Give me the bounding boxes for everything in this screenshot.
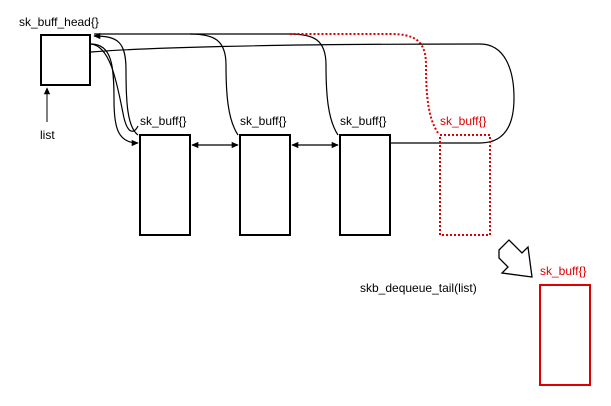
dequeue-direction-arrow (498, 239, 533, 278)
buffer-node-3 (339, 134, 391, 236)
removed-buffer-node (439, 134, 491, 236)
removed-buffer-label: sk_buff{} (440, 114, 487, 128)
buffer-1-label: sk_buff{} (140, 114, 187, 128)
head-next-loop-buffer-2 (90, 43, 139, 132)
buffer-1-prev-to-head (93, 32, 139, 136)
head-label: sk_buff_head{} (19, 15, 99, 29)
operation-label: skb_dequeue_tail(list) (360, 281, 477, 295)
dequeued-buffer-label: sk_buff{} (540, 264, 587, 278)
tail-wrap-to-head (90, 43, 515, 144)
buffer-2-prev-to-head (94, 33, 239, 136)
head-next-to-buffer-1 (90, 43, 139, 147)
head-node (40, 34, 91, 86)
removed-buffer-prev-to-head (290, 33, 439, 134)
buffer-node-1 (139, 134, 191, 236)
buffer-3-label: sk_buff{} (340, 114, 387, 128)
buffer-node-2 (239, 134, 291, 236)
dequeued-buffer-node (539, 284, 591, 386)
list-label: list (40, 128, 55, 142)
buffer-2-label: sk_buff{} (240, 114, 287, 128)
